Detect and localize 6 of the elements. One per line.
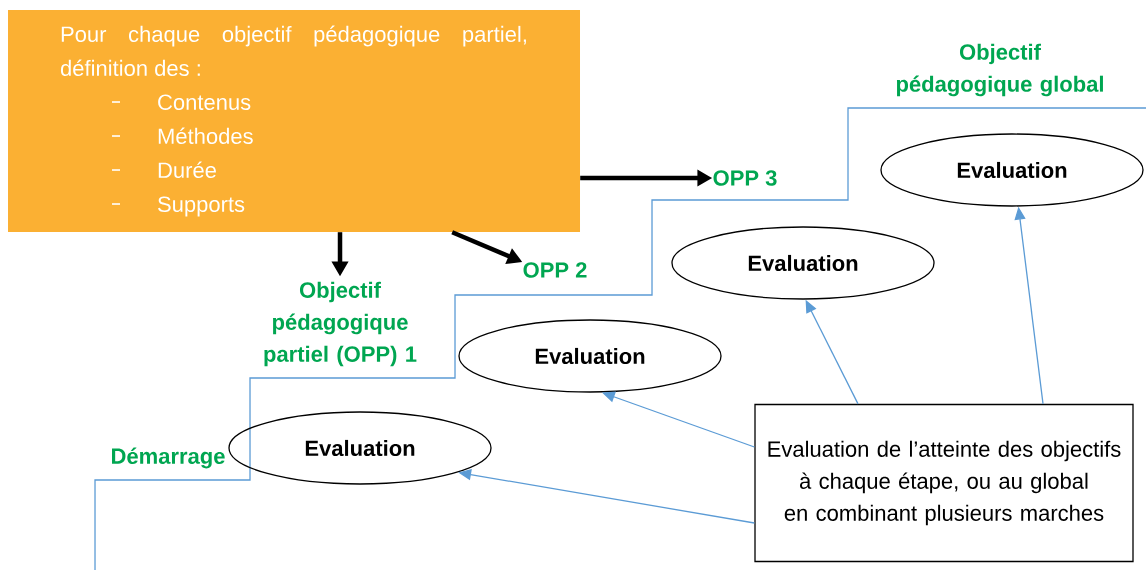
step-label: OPP 3 [713, 170, 777, 186]
info-box: Pour chaque objectif pédagogique partiel, définition des : Contenus Méthodes Durée Supports [8, 10, 580, 232]
step-label: Objectif pédagogique global [896, 43, 1103, 97]
step-label: Objectif pédagogique partiel (OPP) 1 [264, 281, 417, 367]
step-label: OPP 2 [523, 262, 587, 278]
note-box: Evaluation de l’atteinte des objectifs à chaque étape, ou au global en combinant plusieurs marches [754, 403, 1134, 563]
